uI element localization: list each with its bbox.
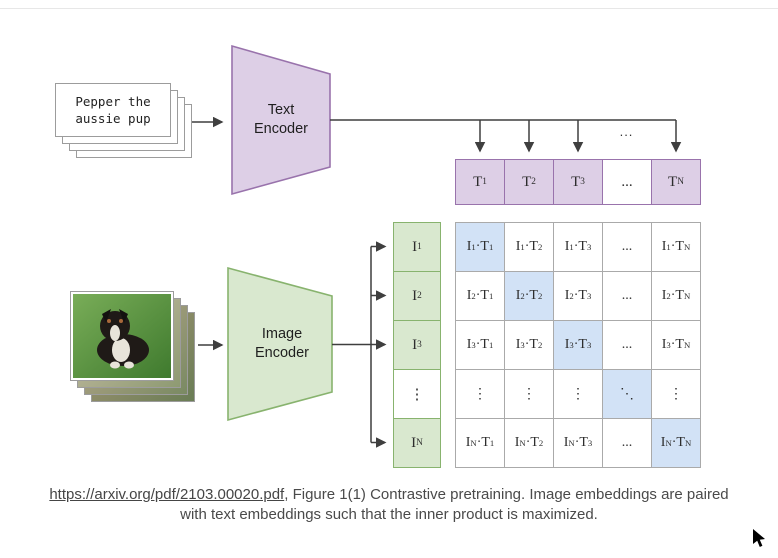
mouse-cursor [753, 529, 765, 547]
puppy-photo [70, 291, 174, 381]
text-card-line2: aussie pup [75, 111, 151, 126]
caption-link[interactable]: https://arxiv.org/pdf/2103.00020.pdf [49, 486, 285, 503]
connector-ellipsis: ... [619, 124, 634, 139]
puppy-illustration [73, 294, 171, 378]
matrix-cell: ... [602, 418, 652, 468]
text-encoder-label: Text Encoder [253, 102, 308, 137]
image-embedding-cell: ⋮ [393, 369, 441, 419]
image-encoder-label: Image Encoder [254, 326, 309, 361]
caption-text: , Figure 1(1) Contrastive pretraining. I… [180, 486, 729, 523]
matrix-cell: ... [602, 271, 652, 321]
text-embedding-cell: ... [602, 159, 652, 205]
matrix-cell: ... [602, 320, 652, 370]
matrix-cell: ⋮ [455, 369, 505, 419]
figure-caption: https://arxiv.org/pdf/2103.00020.pdf, Fi… [39, 485, 739, 525]
text-card: Pepper the aussie pup [55, 83, 171, 137]
matrix-cell: ⋮ [651, 369, 701, 419]
matrix-cell-diagonal: ⋱ [602, 369, 652, 419]
matrix-cell: ... [602, 222, 652, 272]
matrix-cell: ⋮ [553, 369, 603, 419]
matrix-cell: ⋮ [504, 369, 554, 419]
text-card-line1: Pepper the [75, 94, 151, 109]
top-divider [0, 8, 778, 9]
